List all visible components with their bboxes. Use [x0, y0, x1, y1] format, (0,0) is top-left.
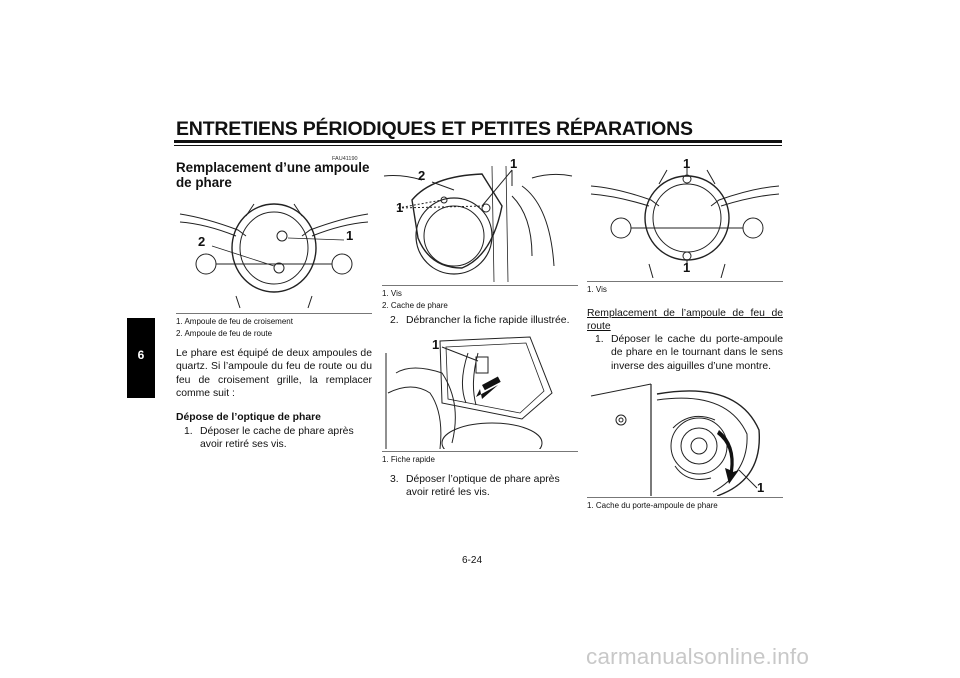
caption-item: 1. Cache du porte-ampoule de phare [587, 501, 718, 510]
headlight-screws-illustration [590, 164, 780, 278]
doc-code: FAU41190 [332, 156, 358, 162]
subsection-heading: Dépose de l’optique de phare [176, 412, 321, 423]
step-text: Déposer le cache du porte-ampoule de pha… [611, 334, 783, 372]
caption-item: 2. Ampoule de feu de route [176, 329, 273, 338]
page-number: 6-24 [462, 555, 483, 566]
step-item: 2. Débrancher la fiche rapide illustrée. [390, 314, 578, 327]
caption-divider [176, 313, 372, 314]
caption-item: 1. Vis [587, 285, 607, 294]
caption-divider [382, 285, 578, 286]
step-item: 1. Déposer le cache du porte-ampoule de … [595, 333, 783, 373]
chapter-tab [127, 318, 155, 398]
figure-headlight-bulbs: 1 2 [176, 196, 372, 310]
step-text: Déposer le cache de phare après avoir re… [200, 426, 354, 451]
caption-item: 1. Fiche rapide [382, 455, 435, 464]
callout-1: 1 [683, 156, 691, 171]
caption-divider [587, 497, 783, 498]
header-rule-thick [174, 140, 782, 143]
callout-1: 1 [683, 260, 691, 275]
coupler-illustration [385, 336, 553, 449]
section-heading: Remplacement d’une ampoule de phare [176, 160, 370, 190]
intro-paragraph: Le phare est équipé de deux ampoules de … [176, 348, 372, 400]
figure1-captions: 1. Ampoule de feu de croisement 2. Ampou… [176, 316, 293, 340]
step-number: 2. [390, 315, 399, 326]
figure-coupler: 1 [382, 333, 578, 449]
step-number: 1. [184, 426, 193, 437]
step-item: 3. Déposer l’optique de phare après avoi… [390, 473, 578, 500]
step-number: 1. [595, 334, 604, 345]
step-number: 3. [390, 474, 399, 485]
figure3-captions: 1. Fiche rapide [382, 454, 435, 466]
subsection-heading: Remplacement de l’ampoule de feu de rout… [587, 308, 783, 333]
caption-item: 2. Cache de phare [382, 301, 448, 310]
figure-headlight-cover: 1 2 1 [382, 156, 578, 282]
figure-headlight-screws: 1 1 [587, 156, 783, 278]
figure5-captions: 1. Cache du porte-ampoule de phare [587, 500, 718, 512]
headlight-illustration [179, 203, 369, 309]
page-title: ENTRETIENS PÉRIODIQUES ET PETITES RÉPARA… [176, 118, 693, 140]
callout-1: 1 [510, 156, 518, 171]
callout-2: 2 [198, 234, 206, 249]
callout-1: 1 [396, 200, 404, 215]
caption-divider [382, 451, 578, 452]
watermark: carmanualsonline.info [586, 644, 810, 669]
callout-2: 2 [418, 168, 426, 183]
step-text: Débrancher la fiche rapide illustrée. [406, 315, 570, 326]
headlight-cover-illustration [383, 165, 573, 282]
figure-bulb-holder-cover: 1 [587, 380, 783, 496]
header-rule-thin [174, 145, 782, 146]
chapter-number: 6 [137, 348, 145, 362]
caption-divider [587, 281, 783, 282]
step-text: Déposer l’optique de phare après avoir r… [406, 474, 560, 499]
figure4-captions: 1. Vis [587, 284, 607, 296]
caption-item: 1. Vis [382, 289, 402, 298]
step-item: 1. Déposer le cache de phare après avoir… [184, 425, 372, 452]
callout-1: 1 [757, 480, 765, 495]
callout-1: 1 [432, 337, 440, 352]
bulb-holder-illustration [590, 383, 760, 496]
caption-item: 1. Ampoule de feu de croisement [176, 317, 293, 326]
figure2-captions: 1. Vis 2. Cache de phare [382, 288, 448, 312]
callout-1: 1 [346, 228, 354, 243]
